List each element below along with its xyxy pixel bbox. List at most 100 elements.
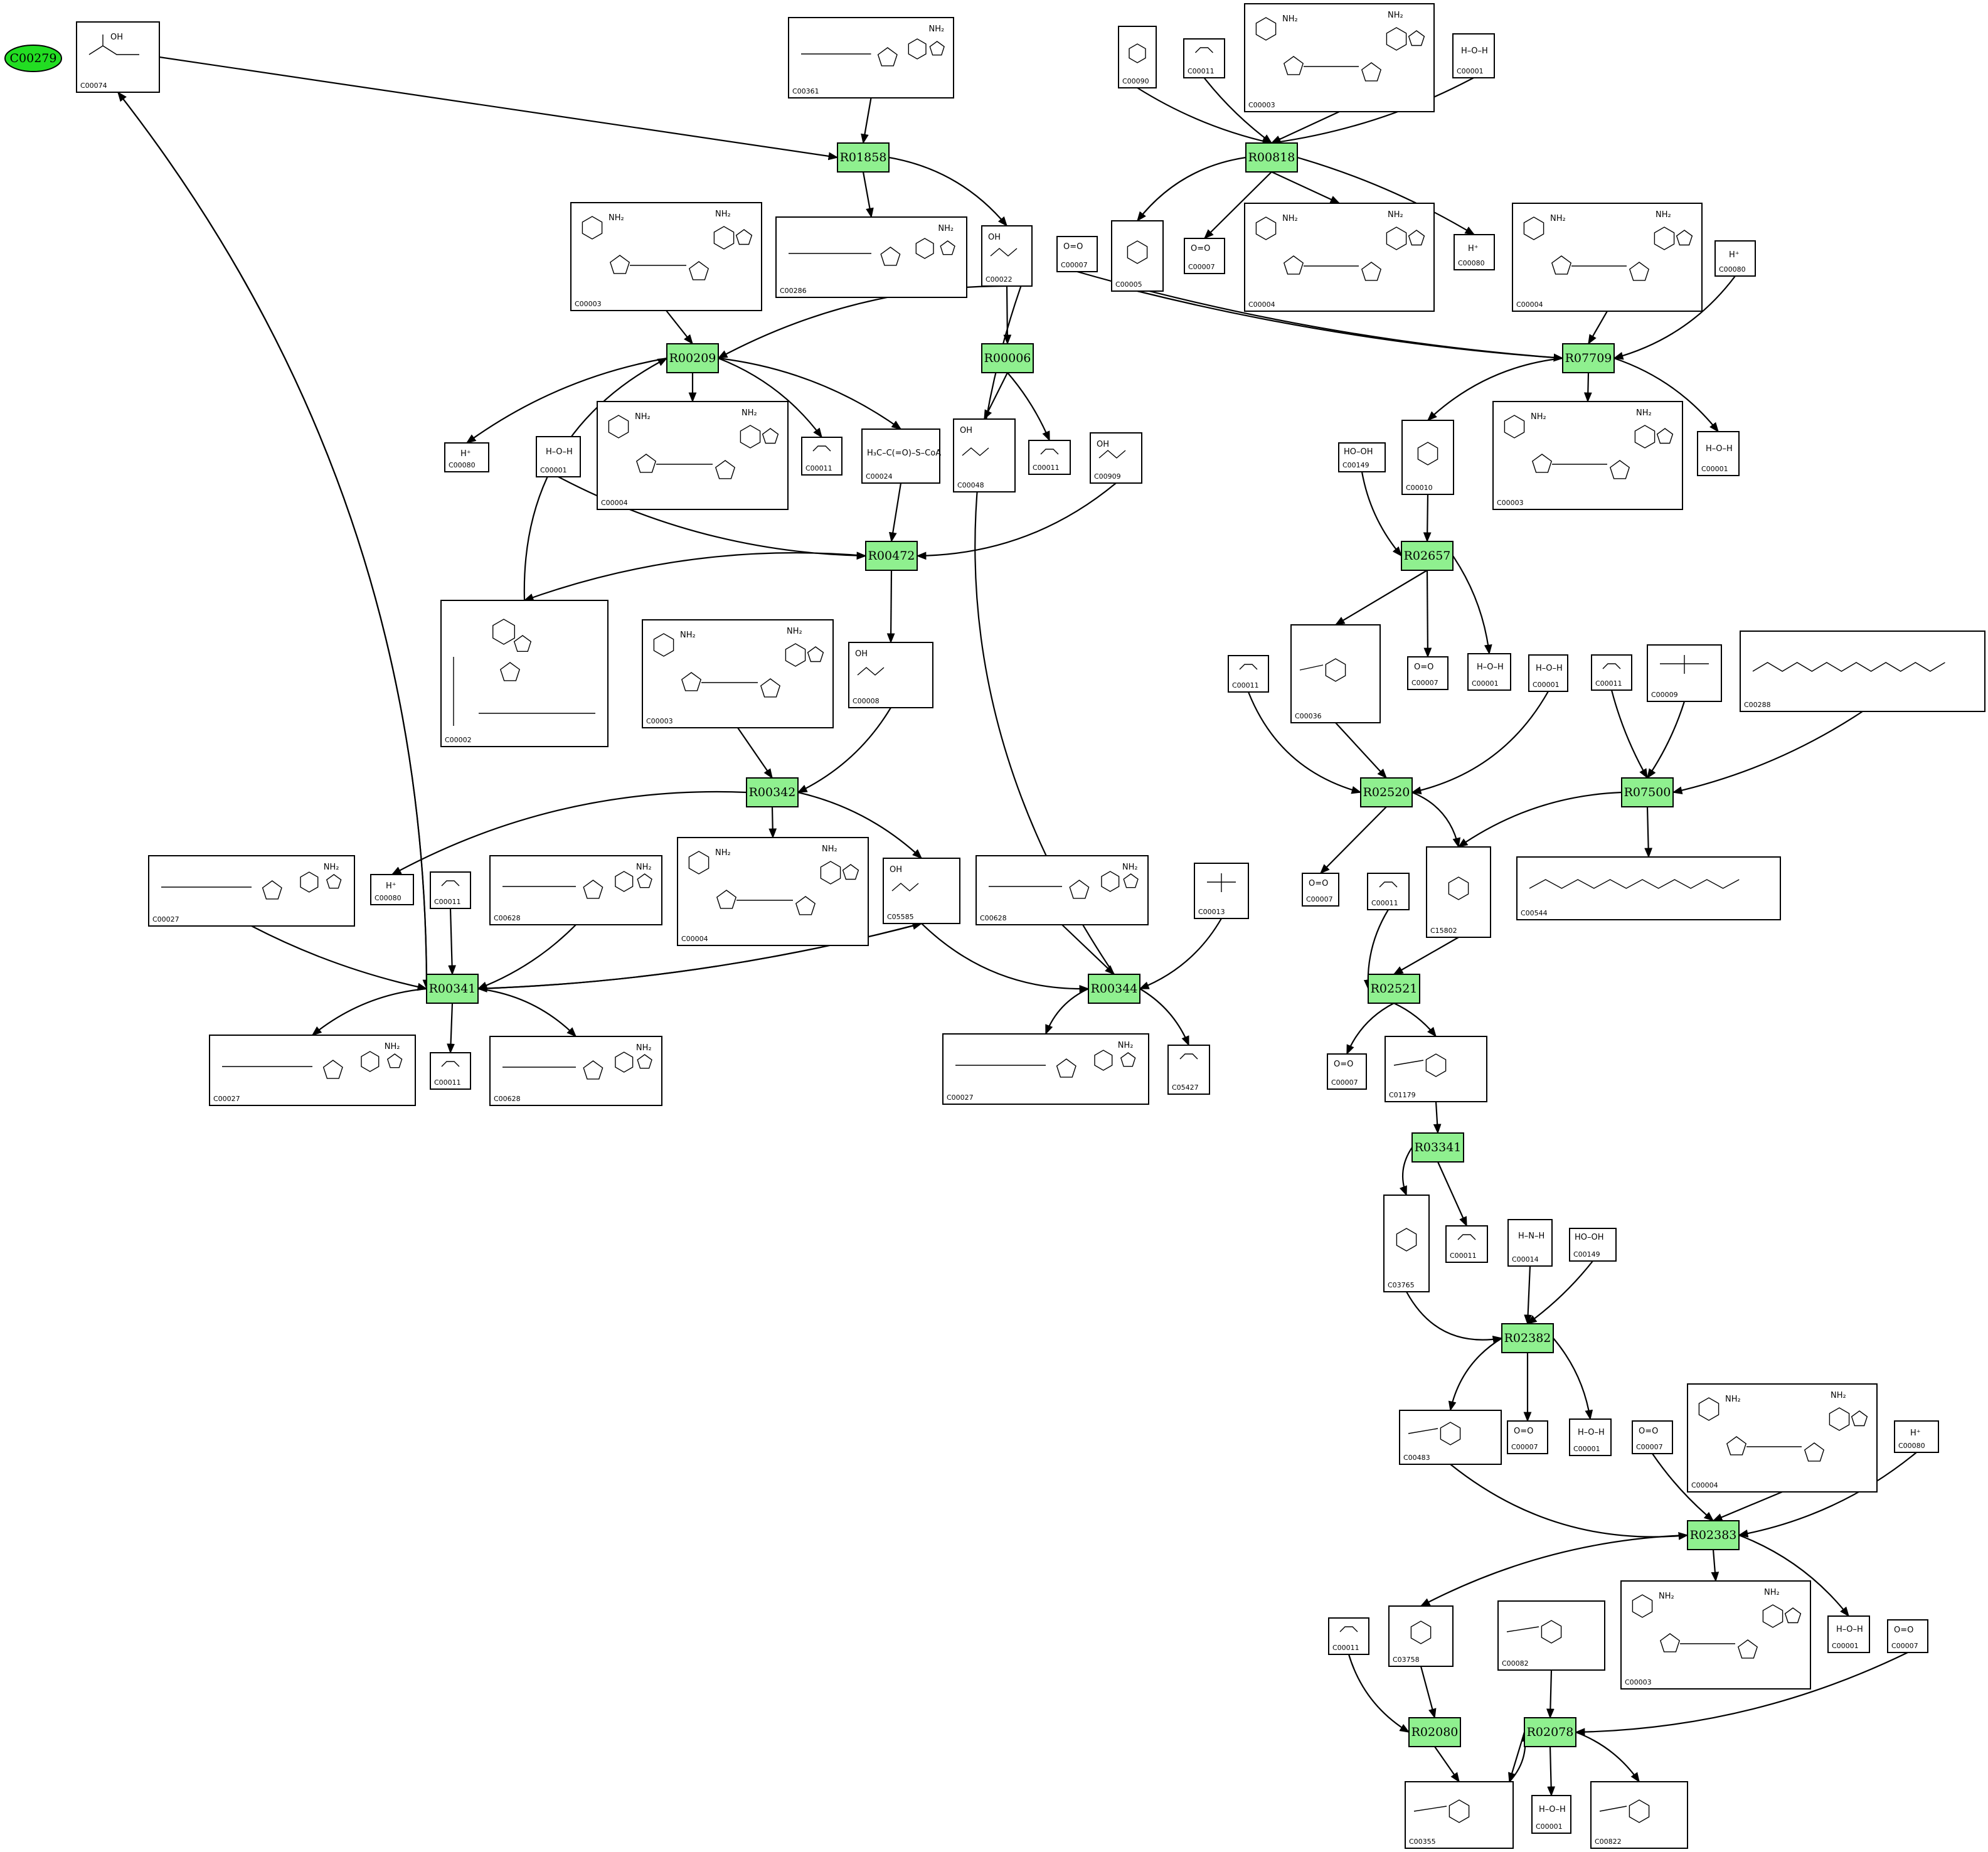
compound-node[interactable]: C03765 bbox=[1383, 1195, 1430, 1292]
reaction-node[interactable]: R00006 bbox=[981, 343, 1034, 373]
compound-node[interactable]: C00009 bbox=[1647, 644, 1722, 702]
compound-node[interactable]: C00011 bbox=[1328, 1617, 1369, 1655]
compound-node[interactable]: C00822 bbox=[1590, 1781, 1688, 1849]
reaction-box[interactable] bbox=[1411, 1132, 1464, 1163]
compound-node[interactable]: C05427 bbox=[1167, 1045, 1210, 1095]
reaction-box[interactable] bbox=[1524, 1717, 1576, 1747]
reaction-box[interactable] bbox=[1687, 1520, 1740, 1550]
reaction-box[interactable] bbox=[666, 343, 719, 373]
reaction-node[interactable]: R02080 bbox=[1408, 1717, 1461, 1747]
reaction-node[interactable]: R00818 bbox=[1245, 142, 1298, 173]
compound-node[interactable]: C00090 bbox=[1118, 26, 1157, 88]
compound-node[interactable]: C00011 bbox=[801, 437, 843, 476]
compound-node[interactable]: H⁺C00080 bbox=[370, 874, 414, 905]
compound-node[interactable]: C15802 bbox=[1426, 846, 1491, 938]
compound-node[interactable]: C00013 bbox=[1194, 863, 1249, 919]
compound-node[interactable]: C01179 bbox=[1385, 1036, 1487, 1102]
compound-node[interactable]: C03758 bbox=[1388, 1605, 1454, 1667]
reaction-node[interactable]: R01858 bbox=[837, 142, 890, 173]
reaction-box[interactable] bbox=[1408, 1717, 1461, 1747]
reaction-node[interactable]: R02657 bbox=[1401, 541, 1454, 571]
reaction-node[interactable]: R00209 bbox=[666, 343, 719, 373]
compound-node[interactable]: C00082 bbox=[1497, 1600, 1605, 1671]
compound-node[interactable]: C00002 bbox=[440, 600, 609, 747]
compound-node[interactable]: H⁺C00080 bbox=[1714, 240, 1756, 277]
compound-node[interactable]: C00011 bbox=[1028, 440, 1071, 475]
reaction-node[interactable]: R00344 bbox=[1088, 974, 1140, 1004]
reaction-node[interactable]: R07709 bbox=[1562, 343, 1615, 373]
compound-node[interactable]: H⁺C00080 bbox=[1454, 234, 1495, 270]
compound-node[interactable]: C00011 bbox=[1183, 38, 1225, 78]
compound-node[interactable]: C00036 bbox=[1290, 624, 1381, 723]
compound-node[interactable]: C00355 bbox=[1405, 1781, 1514, 1849]
reaction-node[interactable]: R00341 bbox=[426, 974, 479, 1004]
compound-node[interactable]: C00011 bbox=[430, 871, 471, 909]
compound-node[interactable]: C00010 bbox=[1401, 420, 1454, 495]
reaction-box[interactable] bbox=[1360, 777, 1413, 807]
reaction-box[interactable] bbox=[1621, 777, 1674, 807]
reaction-node[interactable]: R03341 bbox=[1411, 1132, 1464, 1163]
compound-node[interactable]: C00011 bbox=[1591, 654, 1632, 691]
compound-node[interactable]: C00544 bbox=[1516, 856, 1781, 920]
compound-node[interactable]: C00483 bbox=[1399, 1410, 1502, 1465]
compound-node[interactable]: H⁺C00080 bbox=[444, 442, 489, 472]
reaction-box[interactable] bbox=[1501, 1323, 1554, 1353]
compound-node[interactable]: C00011 bbox=[430, 1052, 471, 1090]
compound-node[interactable]: C00005 bbox=[1111, 220, 1164, 292]
compound-node[interactable]: H⁺C00080 bbox=[1894, 1420, 1939, 1453]
reaction-box[interactable] bbox=[1562, 343, 1615, 373]
compound-node[interactable]: C00011 bbox=[1228, 655, 1269, 693]
reaction-node[interactable]: R02078 bbox=[1524, 1717, 1576, 1747]
compound-node[interactable]: C00288 bbox=[1740, 631, 1985, 712]
reaction-box[interactable] bbox=[426, 974, 479, 1004]
reaction-box[interactable] bbox=[837, 142, 890, 173]
reaction-node[interactable]: R02521 bbox=[1368, 974, 1420, 1004]
reaction-box[interactable] bbox=[1245, 142, 1298, 173]
reaction-box[interactable] bbox=[746, 777, 799, 807]
reaction-box[interactable] bbox=[981, 343, 1034, 373]
compound-node[interactable]: C00011 bbox=[1367, 873, 1410, 910]
reaction-node[interactable]: R00472 bbox=[865, 541, 918, 571]
reaction-node[interactable]: R02383 bbox=[1687, 1520, 1740, 1550]
start-compound-node[interactable]: C00279 bbox=[4, 45, 62, 72]
reaction-node[interactable]: R02520 bbox=[1360, 777, 1413, 807]
reaction-box[interactable] bbox=[1401, 541, 1454, 571]
